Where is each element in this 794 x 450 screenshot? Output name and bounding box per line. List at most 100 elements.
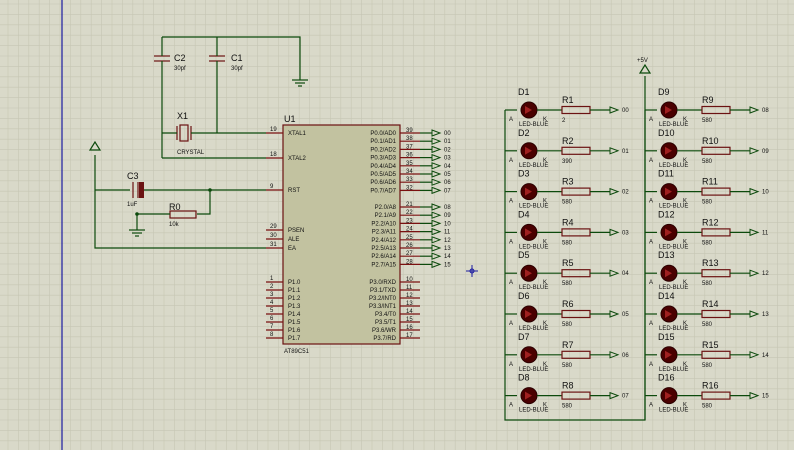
reset-circuit <box>88 140 266 249</box>
led-type-label: LED-BLUE <box>519 244 548 250</box>
pin-name: P1.5 <box>288 320 301 326</box>
resistor-value-label: 580 <box>702 404 713 410</box>
pin-number: 18 <box>270 152 277 158</box>
net-terminal-arrow <box>431 153 442 162</box>
crystal-x1[interactable] <box>162 124 266 142</box>
net-terminal-arrow <box>749 310 760 318</box>
cathode-label: K <box>543 239 547 245</box>
c3-ref-label: C3 <box>127 171 139 181</box>
microcontroller-u1[interactable] <box>282 124 401 345</box>
net-terminal-arrow <box>431 219 442 228</box>
pin-number: 12 <box>406 293 413 299</box>
resistor-body[interactable] <box>561 269 591 278</box>
resistor-ref-label: R1 <box>562 95 574 105</box>
net-terminal-arrow <box>431 145 442 154</box>
mcu-pin-left[interactable]: 6P1.5 <box>266 316 301 326</box>
pin-name: P1.1 <box>288 288 301 294</box>
net-label: 01 <box>622 149 629 155</box>
c1-ref-label: C1 <box>231 53 243 63</box>
capacitor-c2[interactable] <box>154 52 170 158</box>
pin-number: 2 <box>270 284 274 290</box>
led-type-label: LED-BLUE <box>519 408 548 414</box>
resistor-body[interactable] <box>561 350 591 359</box>
mcu-pin-left[interactable]: 3P1.2 <box>266 292 301 302</box>
pin-number: 11 <box>406 285 413 291</box>
cathode-label: K <box>683 239 687 245</box>
led-type-label: LED-BLUE <box>659 244 688 250</box>
mcu-pin-left[interactable]: 2P1.1 <box>266 284 301 294</box>
led-ref-label: D16 <box>658 373 675 383</box>
resistor-ref-label: R6 <box>562 299 574 309</box>
led-ref-label: D13 <box>658 250 675 260</box>
resistor-body[interactable] <box>561 187 591 196</box>
pin-number: 8 <box>270 332 274 338</box>
cathode-label: K <box>683 403 687 409</box>
pin-number: 19 <box>270 127 277 133</box>
cathode-label: K <box>543 158 547 164</box>
resistor-body[interactable] <box>561 105 591 115</box>
resistor-body[interactable] <box>561 309 591 319</box>
mcu-pin-left[interactable]: 5P1.4 <box>266 308 301 318</box>
mcu-pin-left[interactable]: 1P1.0 <box>266 276 301 286</box>
net-label: 03 <box>444 156 451 162</box>
resistor-body[interactable] <box>561 228 591 237</box>
pin-number: 10 <box>406 277 413 283</box>
r0-ref-label: R0 <box>169 202 181 212</box>
mcu-pin-left[interactable]: 7P1.6 <box>266 324 301 334</box>
net-terminal-arrow <box>431 162 442 170</box>
mcu-pin-left[interactable]: 4P1.3 <box>266 300 301 310</box>
resistor-body[interactable] <box>561 146 591 155</box>
capacitor-c1[interactable] <box>209 52 225 133</box>
mcu-pin-left[interactable]: 8P1.7 <box>266 332 301 342</box>
resistor-body[interactable] <box>561 391 591 400</box>
cathode-label: K <box>543 321 547 327</box>
